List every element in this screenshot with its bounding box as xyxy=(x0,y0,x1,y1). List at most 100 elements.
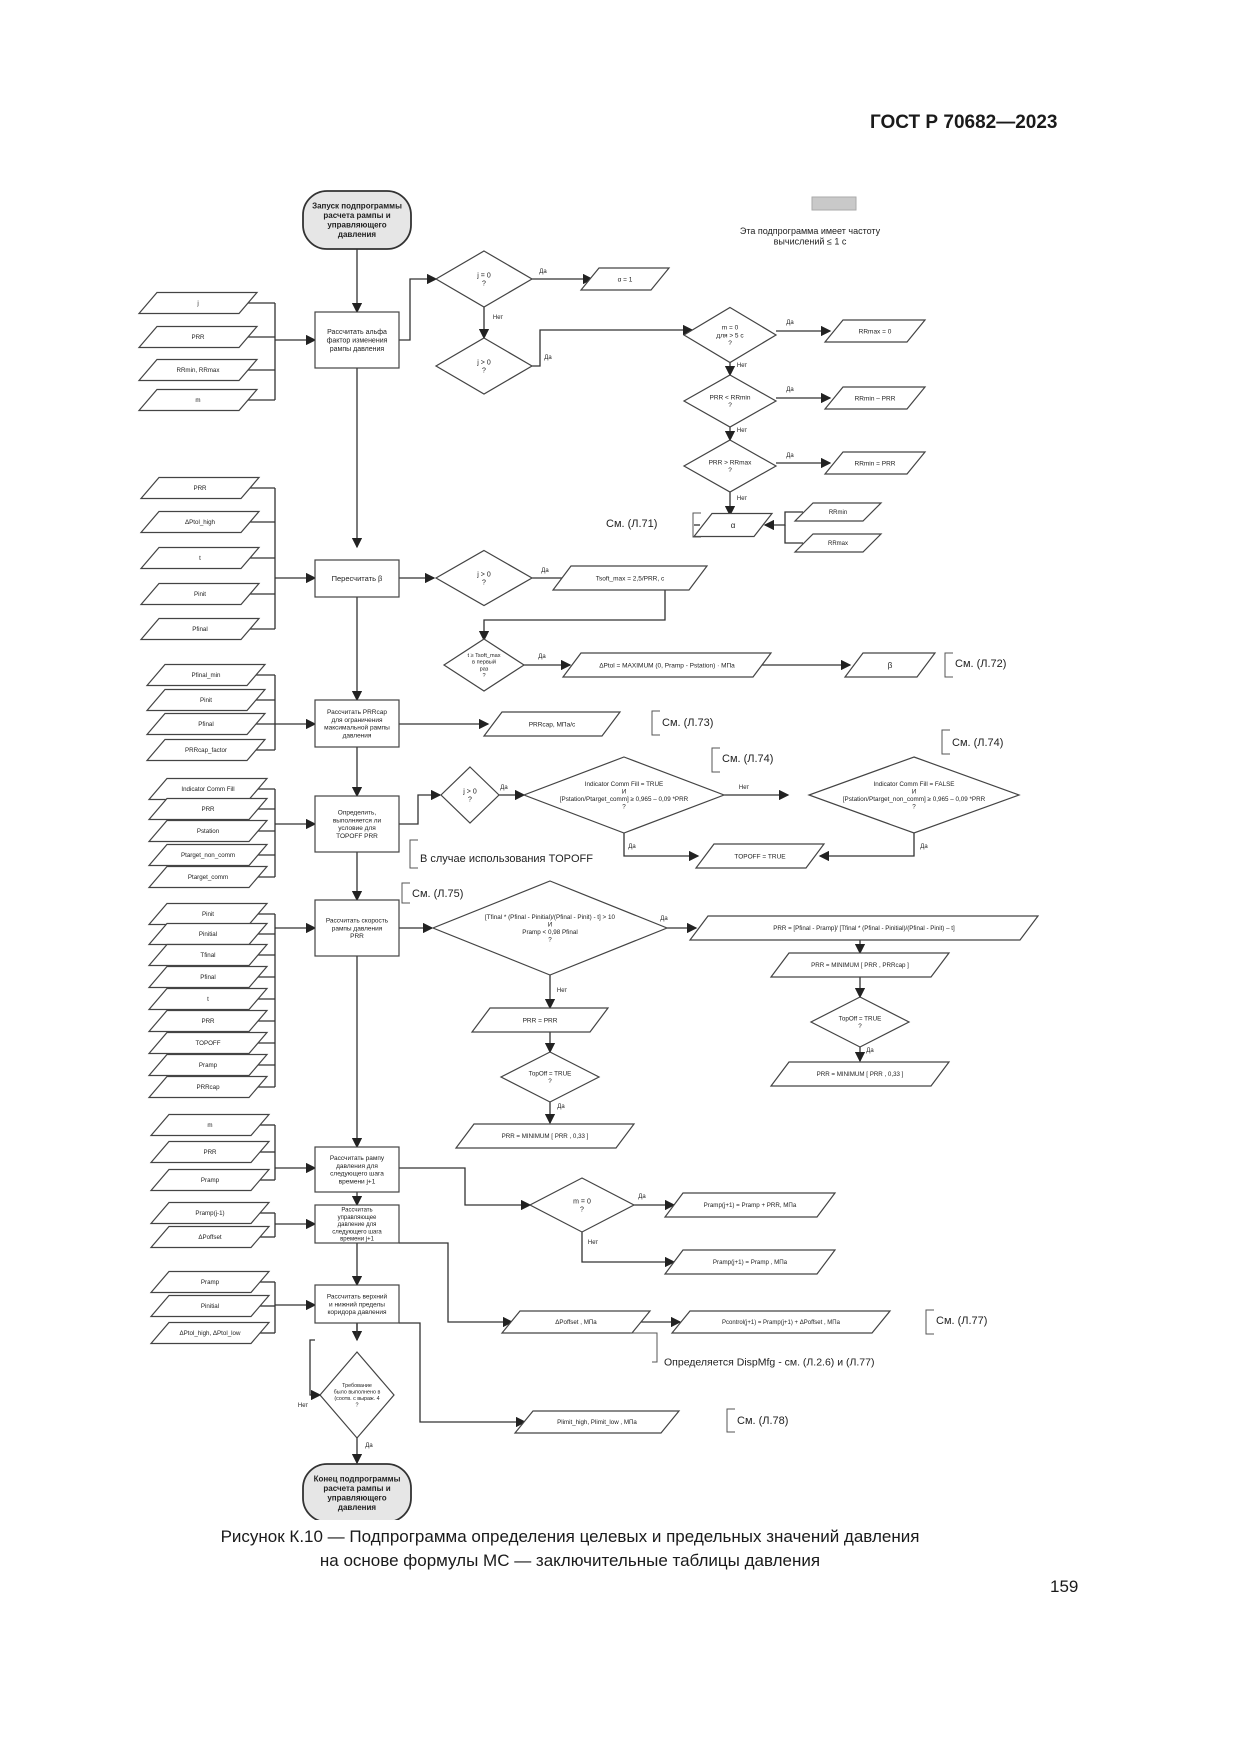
branch-label: Нет xyxy=(737,496,747,502)
decision-prr-gt-rrmax-text: PRR > RRmax? xyxy=(709,459,753,474)
process-alpha-box xyxy=(314,311,400,369)
group5-input-1-text: Pinit xyxy=(202,911,214,918)
group3-input-1-shape xyxy=(145,663,267,687)
branch-label: Да xyxy=(786,320,794,326)
group8-input-3-shape xyxy=(149,1321,271,1345)
output-prr-formula-shape xyxy=(688,915,1040,941)
group2-input-4-text: Pinit xyxy=(194,591,206,598)
group7-input-1-shape xyxy=(149,1201,271,1225)
output-pcontrol-text: Pcontrol(j+1) = Pramp(j+1) + ΔPoffset , … xyxy=(722,1320,841,1326)
group4-input-4-shape xyxy=(147,843,269,867)
group1-input-2-text: PRR xyxy=(191,334,205,341)
group5-input-4-text: Pfinal xyxy=(200,974,215,981)
decision-topoff-a-text: TopOff = TRUE? xyxy=(839,1015,882,1030)
ref-l73-bracket xyxy=(651,710,660,736)
group7-input-2-shape xyxy=(149,1225,271,1249)
decision-comm-fill-true-shape xyxy=(522,756,726,834)
branch-label: Да xyxy=(786,453,794,459)
group6-input-3-text: Pramp xyxy=(201,1177,220,1184)
group5-input-8-shape xyxy=(147,1053,269,1077)
process-beta-text: Пересчитать β xyxy=(332,574,383,583)
ref-l78-bracket xyxy=(726,1408,735,1433)
branch-label: Да xyxy=(628,844,636,850)
group1-input-3-text: RRmin, RRmax xyxy=(177,367,221,374)
output-pramp-next-shape xyxy=(663,1192,837,1218)
group5-input-4-shape xyxy=(147,965,269,989)
branch-label: Нет xyxy=(588,1240,598,1246)
output-topoff-true-text: TOPOFF = TRUE xyxy=(734,853,786,860)
ref-l72: См. (Л.72) xyxy=(955,658,1006,670)
decision-topoff-j-positive-shape xyxy=(440,766,500,824)
figure-caption: Рисунок К.10 — Подпрограмма определения … xyxy=(150,1525,990,1573)
group1-input-4-text: m xyxy=(195,397,200,404)
group2-input-3-shape xyxy=(139,546,261,570)
output-prr-min-033-b-shape xyxy=(454,1123,636,1149)
output-alpha-rrmin-text: RRmin xyxy=(829,510,847,516)
ref-l77: См. (Л.77) xyxy=(936,1315,987,1327)
branch-label: Да xyxy=(500,785,508,791)
branch-label: Нет xyxy=(493,315,503,321)
connector-line xyxy=(478,590,666,642)
branch-label: Да xyxy=(786,387,794,393)
decision-soft-time-text: [Tfinal * (Pfinal - Pinitial)/(Pfinal - … xyxy=(485,914,616,944)
group2-input-4-shape xyxy=(139,582,261,606)
output-prr-min-033-a-text: PRR = MINIMUM [ PRR , 0,33 ] xyxy=(817,1071,904,1078)
ref-topoff-usage: В случае использования TOPOFF xyxy=(420,853,593,865)
process-limits-box xyxy=(314,1284,400,1324)
decision-j-positive-text: j > 0? xyxy=(476,359,491,374)
connector-line xyxy=(399,789,442,825)
group2-input-1-shape xyxy=(139,476,261,500)
output-delta-ptol-text: ΔPtol = MAXIMUM (0, Pramp - Pstation) · … xyxy=(599,662,735,669)
group4-input-4-text: Ptarget_non_comm xyxy=(181,852,235,859)
group5-input-7-shape xyxy=(147,1031,269,1055)
group5-input-9-text: PRRcap xyxy=(196,1084,220,1091)
output-alpha-one-shape xyxy=(579,267,671,291)
group7-input-2-text: ΔPoffset xyxy=(198,1234,222,1241)
process-ramp-next-box xyxy=(314,1146,400,1193)
group5-input-3-shape xyxy=(147,943,269,967)
output-tsoft-shape xyxy=(551,565,709,591)
decision-topoff-b-shape xyxy=(499,1051,601,1103)
group2-input-3-text: t xyxy=(199,555,201,562)
output-rrmin-prr-shape xyxy=(823,386,927,410)
group4-input-5-text: Ptarget_comm xyxy=(188,874,228,881)
group3-input-3-shape xyxy=(145,712,267,736)
output-alpha-one-text: α = 1 xyxy=(618,276,633,283)
group5-input-5-shape xyxy=(147,987,269,1011)
group8-input-1-text: Pramp xyxy=(201,1279,220,1286)
group3-input-3-text: Pfinal xyxy=(198,721,213,728)
group4-input-3-shape xyxy=(147,819,269,843)
decision-j-positive-shape xyxy=(434,337,534,395)
group1-input-2-shape xyxy=(137,325,259,349)
decision-topoff-b-text: TopOff = TRUE? xyxy=(529,1070,572,1085)
output-prr-min-cap-text: PRR = MINIMUM [ PRR , PRRcap ] xyxy=(811,962,909,969)
branch-label: Нет xyxy=(557,988,567,994)
decision-j-zero-text: j = 0? xyxy=(476,272,491,287)
output-alpha-rrmax-shape xyxy=(793,533,883,553)
connector-line xyxy=(784,525,803,544)
output-prr-min-033-b-text: PRR = MINIMUM [ PRR , 0,33 ] xyxy=(502,1133,589,1140)
group3-input-2-shape xyxy=(145,688,267,712)
end-terminal-shape xyxy=(302,1463,412,1520)
group3-input-4-text: PRRcap_factor xyxy=(185,747,227,754)
branch-label: Да xyxy=(920,844,928,850)
decision-prr-lt-rrmin-shape xyxy=(682,374,778,428)
ref-l78: См. (Л.78) xyxy=(737,1415,788,1427)
branch-label: Нет xyxy=(739,785,749,791)
process-topoff-box xyxy=(314,795,400,853)
decision-beta-j-positive-shape xyxy=(434,549,534,607)
output-plimits-text: Plimit_high, Plimit_low , МПа xyxy=(557,1419,637,1426)
group6-input-2-text: PRR xyxy=(203,1149,217,1156)
output-delta-poffset-text: ΔPoffset , МПа xyxy=(555,1319,597,1326)
standard-header: ГОСТ Р 70682—2023 xyxy=(870,112,1058,133)
group5-input-3-text: Tfinal xyxy=(200,952,215,959)
group4-input-1-text: Indicator Comm Fill xyxy=(181,786,234,793)
group2-input-5-text: Pfinal xyxy=(192,626,207,633)
group5-input-9-shape xyxy=(147,1075,269,1099)
connector-line xyxy=(309,1339,322,1401)
decision-topoff-j-positive-text: j > 0? xyxy=(462,788,477,803)
output-rrmin-equals-prr-shape xyxy=(823,451,927,475)
